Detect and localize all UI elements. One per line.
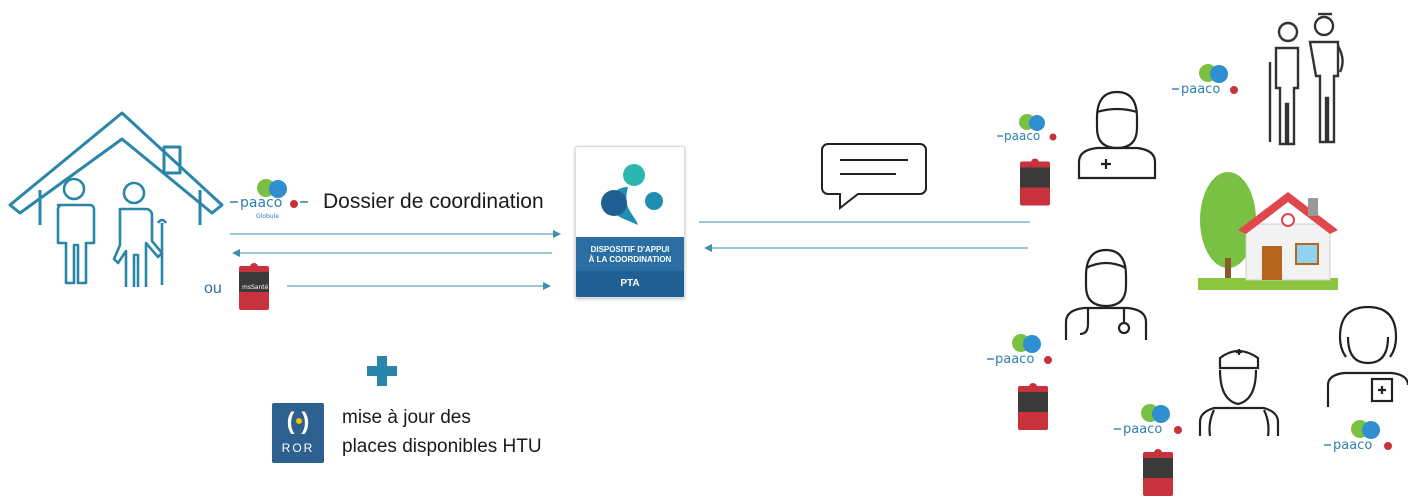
paaco-logo-right-2: paaco xyxy=(1172,64,1238,97)
svg-text:msSanté: msSanté xyxy=(242,284,269,291)
ror-text-2: places disponibles HTU xyxy=(342,436,542,457)
doctor-icon xyxy=(1077,90,1157,180)
svg-text:paaco: paaco xyxy=(995,352,1034,367)
elderly-couple-icon xyxy=(1268,12,1344,146)
nurse-icon xyxy=(1198,349,1280,437)
arrows-right xyxy=(699,221,1030,252)
svg-text:paaco: paaco xyxy=(1333,438,1372,453)
pharmacist-icon xyxy=(1326,305,1408,407)
paaco-logo-right-4: paaco xyxy=(1114,404,1182,437)
paaco-logo-right-3: paaco xyxy=(987,334,1052,367)
chat-bubble-icon xyxy=(821,143,927,210)
paaco-logo: paaco Globule xyxy=(230,179,308,220)
care-home-icon xyxy=(1198,172,1338,290)
pta-card: DISPOSITIF D'APPUI À LA COORDINATION PTA xyxy=(575,146,685,298)
svg-text:paaco: paaco xyxy=(240,195,282,211)
mssante-badge-right-2 xyxy=(1018,383,1048,430)
house-icon xyxy=(8,111,224,225)
plus-icon xyxy=(367,356,397,386)
pta-band-label: PTA xyxy=(620,278,640,289)
svg-text:paaco: paaco xyxy=(1181,82,1220,97)
mssante-badge-right-3 xyxy=(1143,449,1173,496)
ror-logo: ( ) ROR xyxy=(272,403,324,463)
doctor-stethoscope-icon xyxy=(1064,248,1148,340)
dossier-label: Dossier de coordination xyxy=(323,190,544,213)
pta-title-2: À LA COORDINATION xyxy=(588,255,672,264)
family-icon xyxy=(56,177,168,287)
mssante-badge: msSanté xyxy=(239,263,269,310)
svg-text:Globule: Globule xyxy=(256,213,279,220)
ou-label: ou xyxy=(204,280,222,297)
mssante-badge-right-1 xyxy=(1020,158,1050,206)
paaco-logo-right-1: paaco xyxy=(997,114,1057,143)
svg-text:paaco: paaco xyxy=(1123,422,1162,437)
arrows-left xyxy=(230,230,561,290)
pta-logo-icon xyxy=(601,164,663,225)
paaco-logo-right-5: paaco xyxy=(1324,420,1392,453)
ror-text-1: mise à jour des xyxy=(342,407,471,428)
svg-text:paaco: paaco xyxy=(1004,129,1040,143)
pta-title-1: DISPOSITIF D'APPUI xyxy=(590,245,670,254)
